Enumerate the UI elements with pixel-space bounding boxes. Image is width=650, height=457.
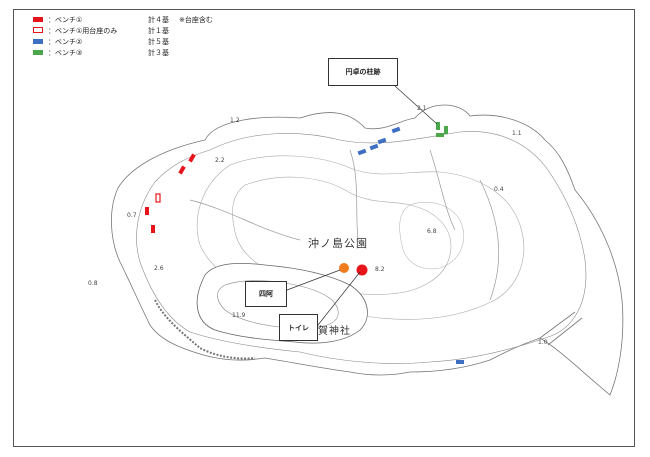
bench-3 (436, 133, 444, 137)
legend-label: ：ベンチ③ (48, 49, 83, 57)
leader-line (317, 271, 361, 326)
legend-label: ：ベンチ① (48, 16, 83, 24)
walkway (189, 149, 500, 301)
azumaya-marker (339, 263, 349, 273)
elevation-label: 11.9 (232, 312, 246, 319)
bench-2 (369, 143, 379, 151)
bench-2 (456, 360, 464, 364)
red-bench-swatch (33, 17, 43, 22)
elevation-label: 2.6 (154, 265, 164, 272)
elevation-label: 2.1 (417, 105, 427, 112)
bench-1 (188, 153, 196, 163)
legend-count: 計１基 (148, 27, 169, 35)
bridge (539, 311, 583, 346)
green-bench-swatch (33, 50, 43, 55)
blue-bench-swatch (33, 39, 43, 44)
leader-line (394, 85, 438, 125)
park-name: 沖ノ島公園 (308, 237, 368, 250)
bench-1-base-only (155, 193, 161, 203)
bench-3 (444, 126, 448, 134)
bench-2 (391, 126, 401, 134)
map-frame (13, 9, 635, 447)
bench-2 (357, 148, 367, 156)
azumaya-label: 四阿 (259, 290, 273, 298)
elevation-label: 0.7 (127, 212, 137, 219)
contour-line (399, 202, 464, 270)
legend-count: 計４基 (148, 16, 169, 24)
bench-3 (436, 122, 440, 130)
elevation-label: 1.2 (230, 117, 240, 124)
elevation-label: 0.8 (88, 280, 98, 287)
legend-note: ※台座含む (179, 16, 213, 24)
legend-label: ：ベンチ①用台座のみ (48, 27, 118, 35)
bench-1 (145, 207, 149, 215)
toilet-callout: トイレ (279, 314, 318, 341)
azumaya-callout: 四阿 (245, 281, 287, 307)
elevation-label: 1.1 (512, 130, 522, 137)
pillar-ruins-callout: 円卓の柱跡 (328, 58, 398, 86)
elevation-label: 6.8 (427, 228, 437, 235)
island-outline-inner (136, 131, 587, 364)
elevation-label: 0.4 (494, 186, 504, 193)
legend-count: 計３基 (148, 49, 169, 57)
contour-line (232, 176, 452, 295)
shrine-inner (217, 280, 339, 329)
pillar-ruins-label: 円卓の柱跡 (345, 68, 381, 76)
leader-line (286, 269, 341, 291)
shrine-name: 賀神社 (318, 326, 351, 337)
bench-2 (377, 137, 387, 145)
bench-1 (178, 165, 186, 175)
stone-steps (154, 299, 256, 360)
toilet-label: トイレ (288, 323, 309, 332)
elevation-label: 2.2 (215, 157, 225, 164)
legend-count: 計５基 (148, 38, 169, 46)
red-outline-bench-swatch (33, 27, 43, 33)
bench-1 (151, 225, 155, 233)
legend-label: ：ベンチ② (48, 38, 83, 46)
elevation-label: 1.0 (538, 339, 548, 346)
elevation-label: 8.2 (375, 266, 385, 273)
